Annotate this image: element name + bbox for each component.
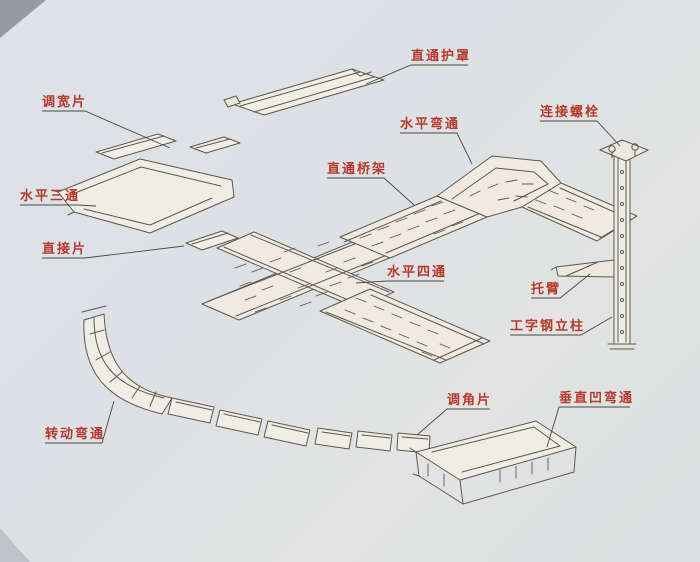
leader-line-rotating-bend — [45, 400, 115, 444]
leader-line-horizontal-tee — [20, 204, 97, 207]
label-rotating-bend: 转动弯通 — [45, 427, 106, 442]
width-adjust-piece — [95, 133, 241, 160]
label-straight-cover: 直通护罩 — [411, 49, 472, 64]
horizontal-tee-part — [51, 158, 235, 234]
leader-line-connector — [42, 245, 185, 259]
leader-line-horizontal-bend — [400, 132, 473, 165]
label-angle-adjust-piece: 调角片 — [447, 393, 493, 408]
leader-line-bracket — [531, 273, 591, 299]
straight-cover-part — [223, 68, 385, 116]
i-beam-column-part — [607, 151, 637, 350]
corner-shadow — [0, 528, 30, 562]
corner-shadow — [0, 0, 46, 38]
rotating-bend-part — [81, 305, 173, 415]
direct-connector-piece — [185, 230, 239, 251]
right-tray-part — [521, 182, 638, 242]
bracket-arm-part — [550, 259, 615, 278]
connecting-bolt-part — [599, 139, 649, 162]
leader-line-bolt — [540, 120, 621, 147]
label-i-beam-column: 工字钢立柱 — [510, 319, 586, 334]
leader-line-angle-adjust — [416, 408, 490, 436]
leader-line-width-adjust — [42, 110, 171, 149]
leader-line-straight-tray — [327, 177, 415, 206]
label-straight-tray: 直通桥架 — [327, 162, 388, 177]
leader-line-cover — [365, 64, 468, 85]
leader-line-column — [510, 316, 613, 336]
label-vertical-concave-bend: 垂直凹弯通 — [559, 391, 635, 406]
leader-line-horizontal-cross — [355, 280, 444, 284]
label-width-adjust-piece: 调宽片 — [42, 95, 88, 110]
leader-line-vertical-bend — [546, 406, 630, 448]
label-bracket-arm: 托臂 — [531, 282, 562, 297]
label-horizontal-tee: 水平三通 — [20, 189, 81, 204]
label-horizontal-cross: 水平四通 — [387, 265, 448, 280]
tray-segment — [167, 397, 311, 447]
angle-adjust-piece — [314, 427, 431, 454]
branch-tray-part — [319, 288, 491, 364]
vertical-concave-bend-part — [409, 420, 577, 505]
label-connecting-bolt: 连接螺栓 — [540, 105, 601, 120]
straight-tray-part — [339, 195, 488, 259]
label-horizontal-bend: 水平弯通 — [400, 117, 461, 132]
label-direct-connector: 直接片 — [42, 242, 88, 257]
leader-lines — [20, 64, 630, 448]
